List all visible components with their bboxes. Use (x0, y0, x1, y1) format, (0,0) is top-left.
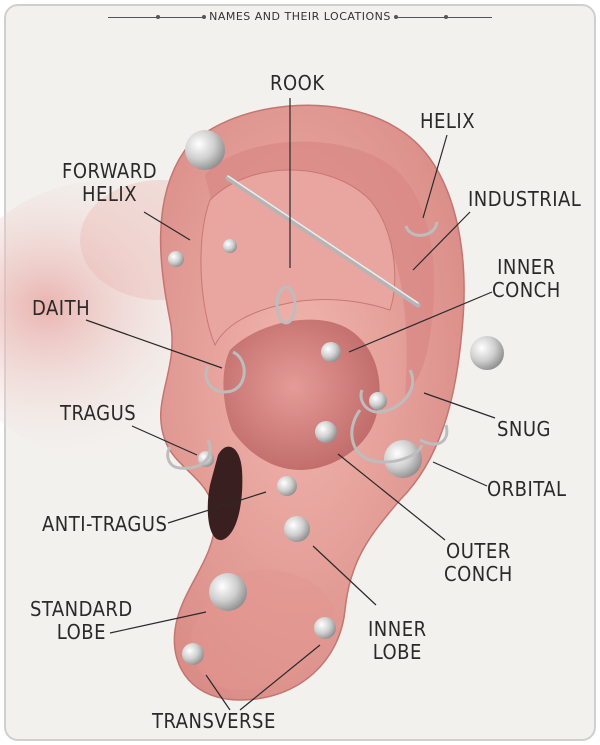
pointer-industrial (412, 211, 471, 271)
inner-conch-ball (321, 342, 341, 362)
concha-bowl (223, 319, 380, 470)
forward-helix-stud-1 (168, 251, 184, 267)
snug-ball (369, 392, 387, 410)
upper-fossa (200, 169, 396, 347)
pointer-lines (85, 98, 496, 711)
label-rook: ROOK (270, 71, 325, 95)
orbital-ring (350, 409, 424, 464)
rings (166, 221, 449, 470)
diagram-title: NAMES AND THEIR LOCATIONS (0, 10, 600, 23)
pointer-inner-conch (348, 291, 493, 353)
label-tragus: TRAGUS (60, 401, 137, 425)
pointer-daith (85, 319, 223, 369)
standard-lobe-ball (209, 573, 247, 611)
transverse-ball-2 (314, 617, 336, 639)
title-text: NAMES AND THEIR LOCATIONS (209, 10, 391, 23)
label-snug: SNUG (497, 417, 552, 441)
label-inner-lobe: INNER LOBE (368, 617, 427, 664)
helix-ring (404, 221, 439, 237)
pointer-transverse-1 (205, 674, 231, 711)
label-industrial: INDUSTRIAL (468, 187, 582, 211)
industrial-end-ball (470, 336, 504, 370)
industrial-bar (225, 175, 421, 308)
label-inner-conch: INNER CONCH (492, 255, 561, 302)
forward-helix-stud-2 (223, 239, 237, 253)
label-orbital: ORBITAL (487, 477, 567, 501)
transverse-ball-1 (182, 643, 204, 665)
label-outer-conch: OUTER CONCH (444, 539, 513, 586)
label-standard-lobe: STANDARD LOBE (30, 597, 133, 644)
pointer-inner-lobe (312, 545, 377, 606)
pointer-forward-helix (143, 211, 191, 241)
orbital-ring-2 (419, 424, 449, 446)
pointer-helix (422, 134, 448, 219)
daith-ring (204, 350, 246, 394)
label-transverse: TRANSVERSE (152, 709, 276, 733)
snug-ring (359, 369, 415, 414)
pointer-transverse-2 (239, 644, 321, 711)
forward-helix-top-ball (185, 130, 225, 170)
ear-canal (207, 446, 243, 541)
pointer-anti-tragus (167, 491, 267, 524)
anti-tragus-ball (277, 476, 297, 496)
pointer-orbital (432, 461, 488, 487)
label-helix: HELIX (420, 109, 476, 133)
pointer-standard-lobe (109, 611, 207, 634)
label-forward-helix: FORWARD HELIX (62, 159, 158, 206)
scapha (205, 141, 435, 395)
rook-ring (275, 285, 297, 325)
label-anti-tragus: ANTI-TRAGUS (42, 512, 168, 536)
inner-lobe-ball (284, 516, 310, 542)
outer-conch-ball (315, 421, 337, 443)
pointer-outer-conch (337, 453, 446, 541)
label-daith: DAITH (32, 296, 91, 320)
tragus-ring (166, 439, 212, 470)
pointer-tragus (131, 425, 198, 456)
pointer-snug (423, 392, 496, 419)
